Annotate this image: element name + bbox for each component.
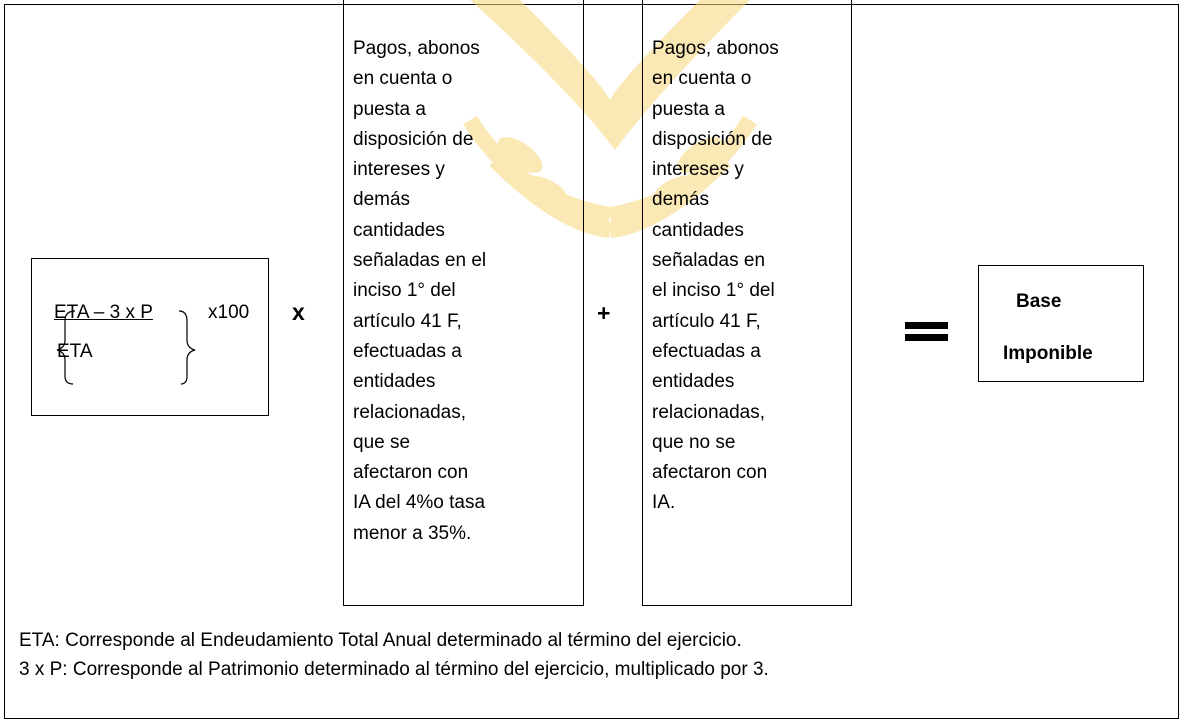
equals-operator-icon — [905, 322, 948, 346]
left-box-line: inciso 1° del — [353, 280, 456, 302]
right-box-line: IA. — [652, 492, 676, 514]
left-box-line: intereses y — [353, 159, 445, 181]
times-operator: x — [292, 299, 305, 325]
footnote-eta: ETA: Corresponde al Endeudamiento Total … — [19, 630, 742, 651]
left-box-line: cantidades — [353, 219, 445, 241]
right-box-line: demás — [652, 189, 710, 211]
left-box-line: que se — [353, 431, 411, 453]
right-box-line: puesta a — [652, 98, 725, 120]
right-box-line: señaladas en — [652, 250, 766, 272]
left-box-line: señaladas en el — [353, 250, 487, 272]
left-box-line: disposición de — [353, 128, 474, 150]
left-box-line: artículo 41 F, — [353, 310, 462, 332]
left-box-line: efectuadas a — [353, 340, 462, 362]
left-box-line: afectaron con — [353, 462, 469, 484]
left-box-line: en cuenta o — [353, 68, 453, 90]
left-box-line: entidades — [353, 371, 436, 393]
base-imponible-box: Base Imponible — [978, 265, 1144, 382]
right-box-line: disposición de — [652, 128, 773, 150]
right-box-line: en cuenta o — [652, 68, 752, 90]
footnote-3xp: 3 x P: Corresponde al Patrimonio determi… — [19, 659, 769, 680]
fraction-denominator: ETA — [57, 341, 93, 362]
related-entities-not-affected-box: Pagos, abonos en cuenta o puesta a disposic… — [642, 0, 852, 606]
left-box-line: menor a 35%. — [353, 522, 472, 544]
multiplier: x100 — [208, 302, 250, 323]
right-box-line: efectuadas a — [652, 340, 761, 362]
right-box-line: que no se — [652, 431, 736, 453]
result-line-2: Imponible — [1003, 343, 1093, 364]
related-entities-affected-box: Pagos, abonos en cuenta o puesta a disposic… — [343, 0, 584, 606]
right-box-line: artículo 41 F, — [652, 310, 761, 332]
right-box-line: entidades — [652, 371, 735, 393]
right-box-line: intereses y — [652, 159, 744, 181]
formula-box — [31, 258, 269, 416]
right-box-line: cantidades — [652, 219, 744, 241]
left-box-line: puesta a — [353, 98, 426, 120]
fraction-numerator: ETA – 3 x P — [54, 302, 153, 323]
brace-icon — [56, 310, 196, 385]
left-box-line: relacionadas, — [353, 401, 467, 423]
result-line-1: Base — [1016, 291, 1062, 312]
right-box-line: afectaron con — [652, 462, 768, 484]
left-box-line: Pagos, abonos — [353, 38, 480, 59]
left-box-line: demás — [353, 189, 411, 211]
right-box-line: relacionadas, — [652, 401, 766, 423]
left-box-line: IA del 4%o tasa — [353, 492, 486, 514]
plus-operator: + — [597, 300, 611, 326]
right-box-line: el inciso 1° del — [652, 280, 775, 302]
right-box-line: Pagos, abonos — [652, 38, 779, 59]
